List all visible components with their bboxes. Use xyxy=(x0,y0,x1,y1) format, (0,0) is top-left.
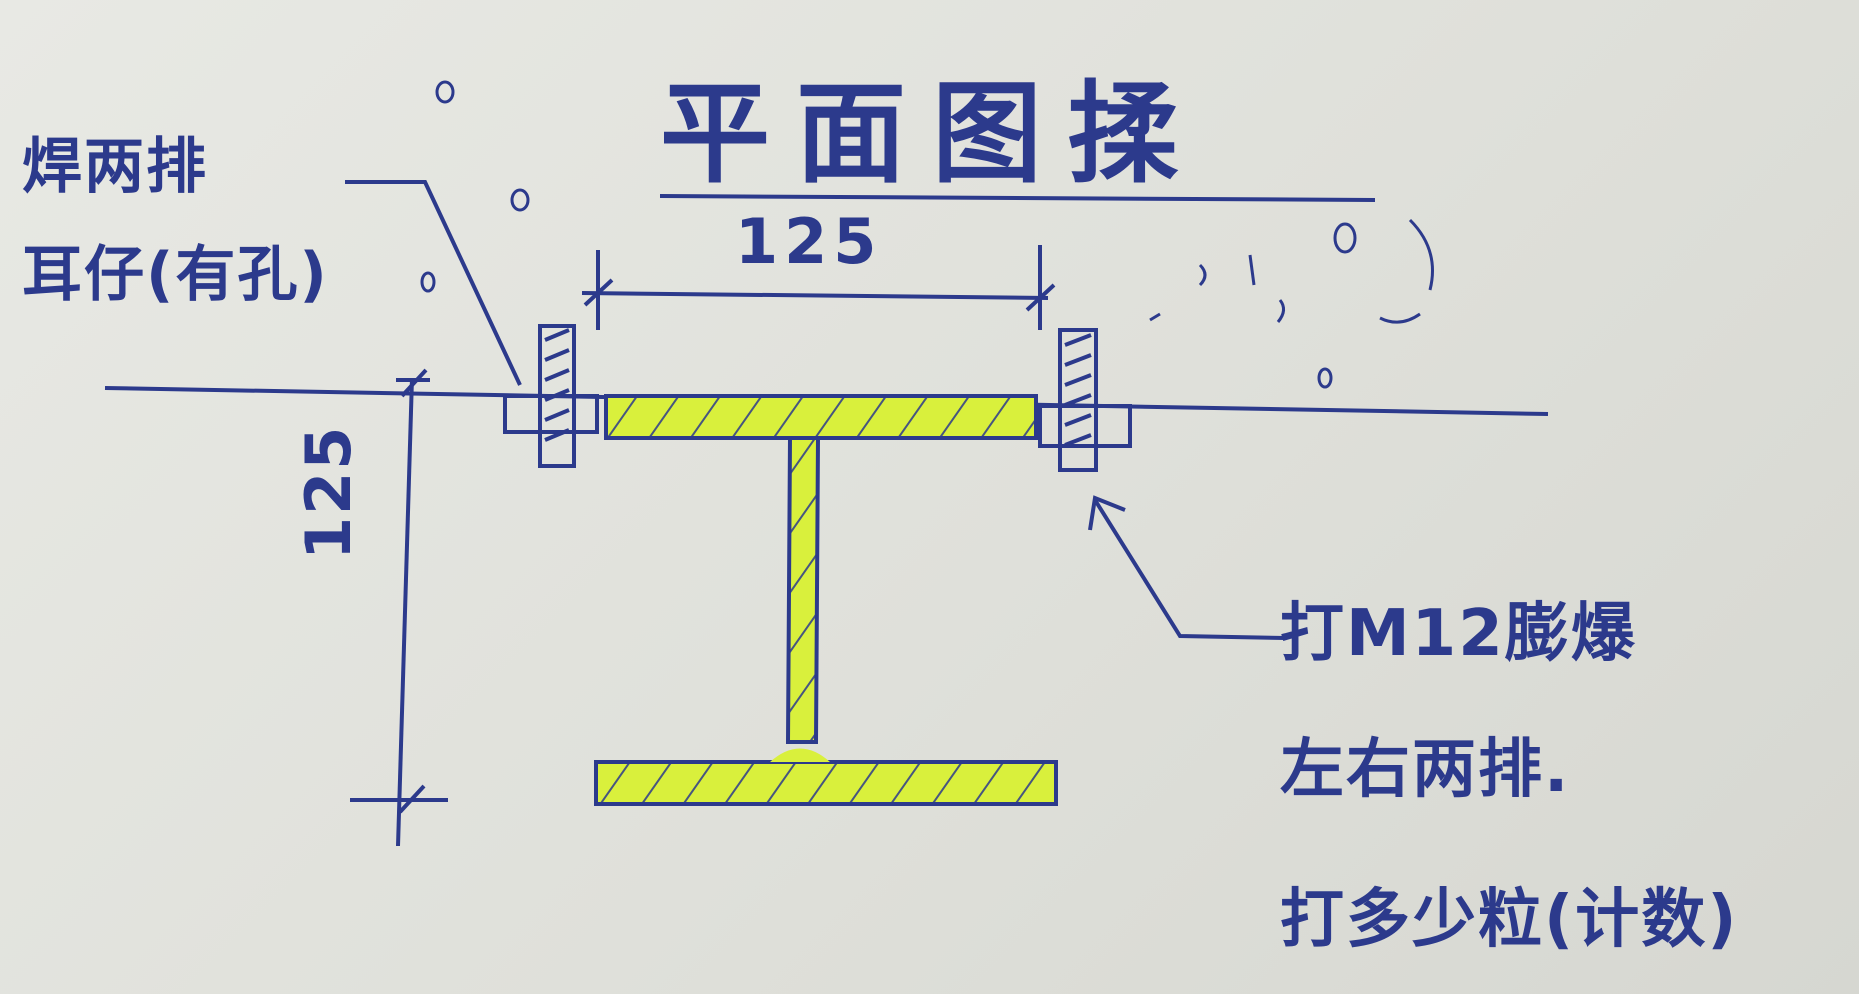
left-dimension xyxy=(350,368,448,847)
margin-doodles xyxy=(420,80,1434,389)
right-note-leader xyxy=(1088,495,1286,640)
page-title: 平面图揉 xyxy=(660,70,1204,198)
beam-top-flange xyxy=(604,394,1038,440)
left-label-leader xyxy=(345,180,522,386)
note-line-2: 左右两排. xyxy=(1280,733,1571,807)
lug-label-line-2: 耳仔(有孔) xyxy=(22,240,329,310)
beam-web xyxy=(785,436,821,744)
left-bolt xyxy=(503,324,599,468)
lug-label-line-1: 焊两排 xyxy=(22,132,208,202)
title-underline xyxy=(659,194,1376,202)
beam-bottom-flange xyxy=(594,748,1058,806)
note-line-3: 打多少粒(计数) xyxy=(1280,883,1739,957)
right-bolt xyxy=(1038,328,1132,472)
dimension-left-label: 125 xyxy=(292,424,365,560)
dimension-top-label: 125 xyxy=(735,205,883,278)
note-line-1: 打M12膨爆 xyxy=(1280,597,1637,671)
top-dimension xyxy=(581,245,1056,330)
